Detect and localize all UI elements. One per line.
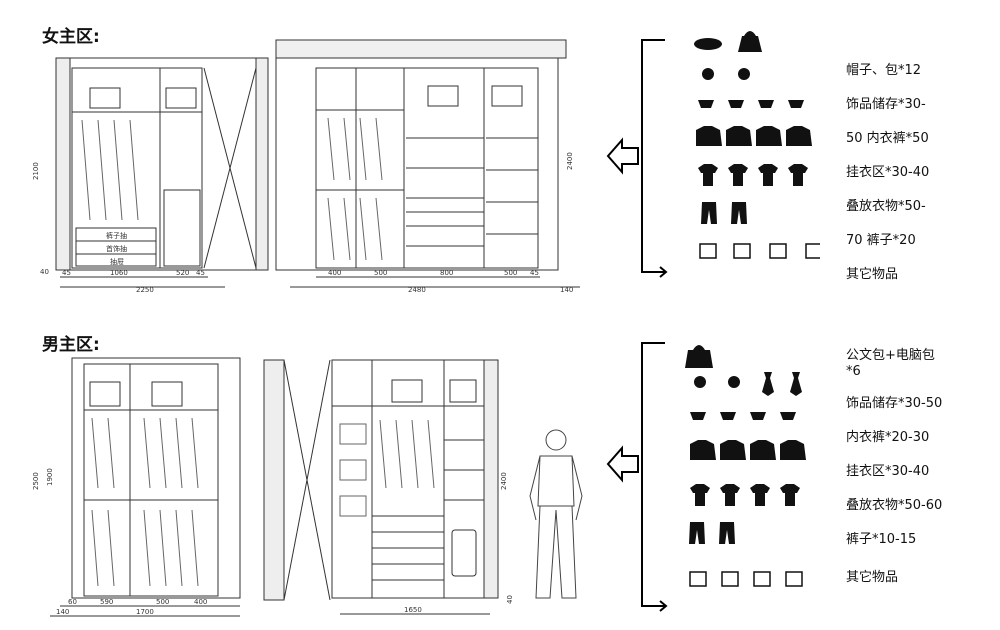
dim: 60 xyxy=(68,598,77,606)
dim: 140 xyxy=(56,608,69,616)
dim: 140 xyxy=(560,286,573,294)
dim: 2400 xyxy=(566,152,574,170)
dim: 1900 xyxy=(46,468,54,486)
female-left-dims: 45 1060 520 45 2250 2100 xyxy=(32,162,225,294)
left-arrow-icon xyxy=(606,137,639,175)
bag-icon xyxy=(738,31,762,52)
hat-icon xyxy=(694,38,722,50)
dim: 590 xyxy=(100,598,113,606)
item-icons xyxy=(685,31,820,587)
watch-icon xyxy=(694,376,740,388)
legend-item: 其它物品 xyxy=(846,267,899,282)
female-left-elevation xyxy=(55,57,269,271)
male-left-dims: 60 590 500 400 140 1700 2500 1900 xyxy=(32,468,240,617)
legend-item: 饰品储存*30-50 xyxy=(846,396,943,411)
male-section-title: 男主区: xyxy=(42,335,100,355)
legend-item: 70 裤子*20 xyxy=(846,233,916,248)
dim: 45 xyxy=(196,269,205,277)
legend-item: 其它物品 xyxy=(846,570,899,585)
dim: 2100 xyxy=(32,162,40,180)
box-icon xyxy=(699,243,820,259)
left-arrow-icon xyxy=(606,445,639,483)
tshirt-icon xyxy=(690,484,800,506)
legend-item: 叠放衣物*50- xyxy=(846,199,926,214)
female-right-dims: 400 500 800 500 45 2480 140 40 2400 xyxy=(40,152,580,294)
tshirt-icon xyxy=(698,164,808,186)
pants-icon xyxy=(701,202,747,224)
male-right-elevation xyxy=(263,359,583,601)
legend-item: 挂衣区*30-40 xyxy=(846,464,930,479)
dim: 2400 xyxy=(500,472,508,490)
pants-icon xyxy=(689,522,735,544)
dim: 45 xyxy=(530,269,539,277)
dim: 500 xyxy=(374,269,387,277)
legend-item: 叠放衣物*50-60 xyxy=(846,498,943,513)
dim: 500 xyxy=(504,269,517,277)
dim: 1060 xyxy=(110,269,128,277)
dim: 400 xyxy=(328,269,341,277)
male-right-dims: 1650 2400 40 xyxy=(340,472,514,615)
legend-item: 挂衣区*30-40 xyxy=(846,165,930,180)
dim: 800 xyxy=(440,269,453,277)
jacket-icon xyxy=(690,440,806,460)
briefcase-icon xyxy=(685,345,713,368)
box-icon xyxy=(689,571,803,587)
dim: 500 xyxy=(156,598,169,606)
watch-icon xyxy=(702,68,750,80)
legend-item: *6 xyxy=(846,364,861,379)
male-left-elevation xyxy=(71,357,241,599)
legend-item: 公文包+电脑包 xyxy=(846,348,935,363)
dim: 520 xyxy=(176,269,189,277)
dim: 2250 xyxy=(136,286,154,294)
legend-item: 内衣裤*20-30 xyxy=(846,430,930,445)
underwear-icon xyxy=(690,412,796,420)
jacket-icon xyxy=(696,126,812,146)
drawer-label: 裤子抽 xyxy=(106,231,127,240)
dim: 40 xyxy=(40,268,49,276)
dim: 40 xyxy=(506,595,514,604)
dim: 45 xyxy=(62,269,71,277)
drawer-label: 首饰抽 xyxy=(106,244,127,253)
dim: 1650 xyxy=(404,606,422,614)
female-right-elevation xyxy=(275,39,567,271)
dim: 400 xyxy=(194,598,207,606)
dim: 1700 xyxy=(136,608,154,616)
legend-item: 帽子、包*12 xyxy=(846,63,922,78)
dim: 2500 xyxy=(32,472,40,490)
tie-icon xyxy=(762,372,802,396)
male-icons xyxy=(685,345,806,587)
drawer-label: 抽屉 xyxy=(110,257,124,266)
female-icons xyxy=(694,31,820,259)
legend-item: 饰品储存*30- xyxy=(846,97,926,112)
legend-item: 裤子*10-15 xyxy=(846,532,917,547)
bracket-arrows xyxy=(606,39,668,612)
female-section-title: 女主区: xyxy=(42,27,100,47)
underwear-icon xyxy=(698,100,804,108)
dim: 2480 xyxy=(408,286,426,294)
legend-item: 50 内衣裤*50 xyxy=(846,131,929,146)
human-figure xyxy=(529,429,583,599)
